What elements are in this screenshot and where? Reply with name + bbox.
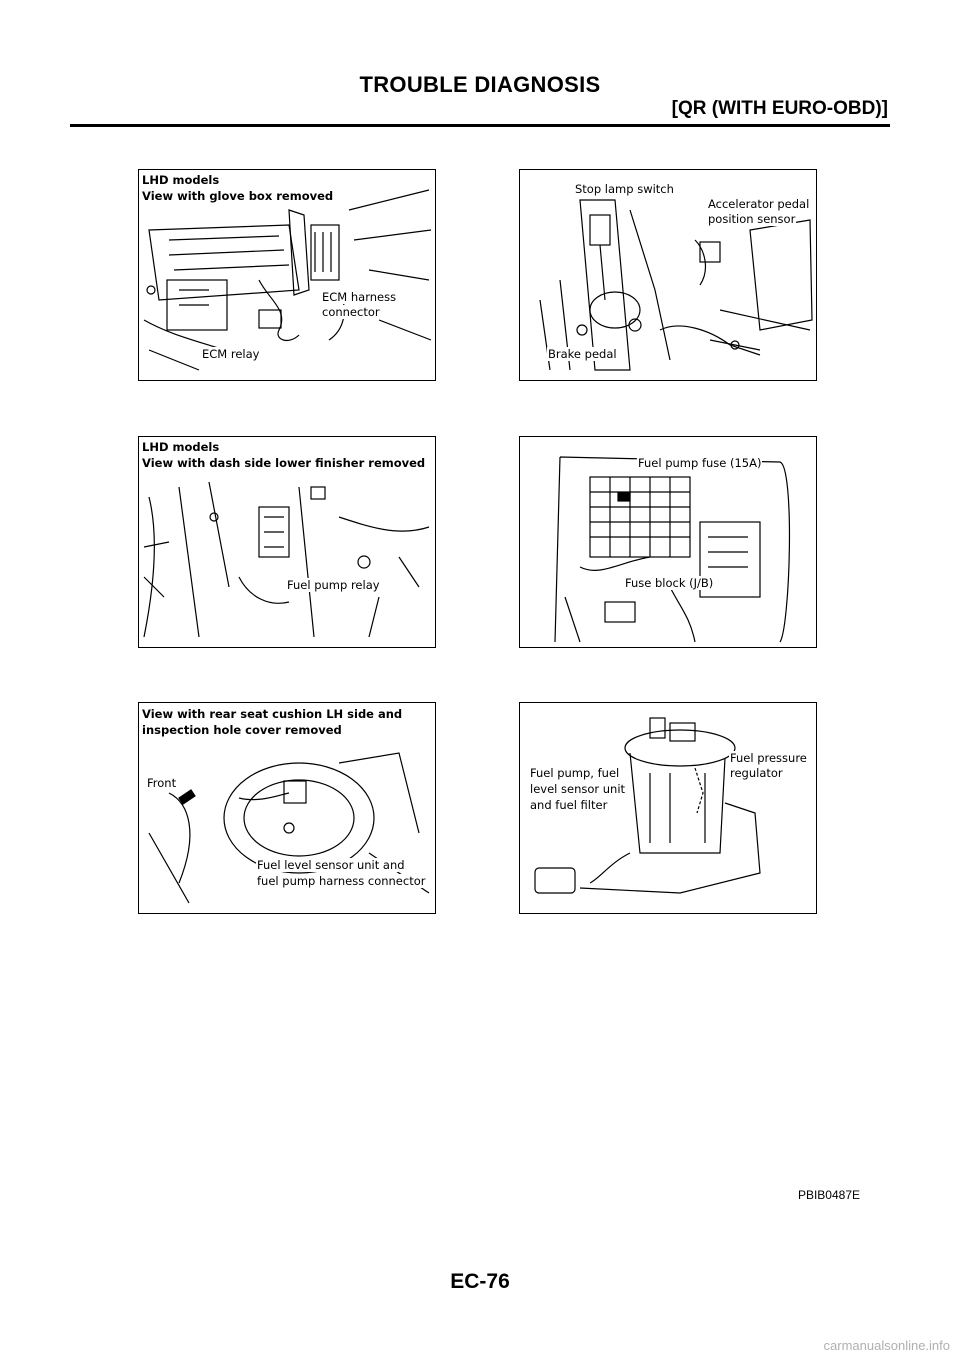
figure-label: View with rear seat cushion LH side and: [141, 707, 404, 721]
figure-code: PBIB0487E: [797, 1188, 860, 1202]
figure-label: Front: [146, 776, 178, 790]
figure-label: LHD models: [141, 173, 221, 187]
figure-label: fuel pump harness connector: [256, 874, 427, 888]
figure-pedal-switches: Stop lamp switch Accelerator pedal posit…: [519, 169, 817, 381]
watermark: carmanualsonline.info: [823, 1338, 950, 1353]
figure-fuel-pump-relay: LHD models View with dash side lower fin…: [138, 436, 436, 648]
figure-label: ECM relay: [201, 347, 261, 361]
figure-fuse-block: Fuel pump fuse (15A) Fuse block (J/B): [519, 436, 817, 648]
fuel-pump-unit-illustration: [534, 717, 761, 894]
figure-fuel-pump-unit: Fuel pressure regulator Fuel pump, fuel …: [519, 702, 817, 914]
figure-label: LHD models: [141, 440, 221, 454]
figure-label: Fuel pump fuse (15A): [637, 456, 763, 470]
ecm-area-illustration: [143, 189, 432, 371]
figure-label: Fuel pump relay: [286, 578, 381, 592]
figure-label: ECM harness: [321, 290, 398, 304]
figure-ecm-relay: LHD models View with glove box removed E…: [138, 169, 436, 381]
dash-side-illustration: [143, 481, 430, 638]
page-number: EC-76: [450, 1270, 510, 1293]
figure-label: Accelerator pedal: [707, 197, 811, 211]
figure-label: Stop lamp switch: [574, 182, 675, 196]
page-subtitle: [QR (WITH EURO-OBD)]: [671, 98, 888, 119]
page-title: TROUBLE DIAGNOSIS: [359, 72, 601, 97]
header-rule: [70, 124, 890, 127]
figure-label: Brake pedal: [547, 347, 618, 361]
figure-label: and fuel filter: [529, 798, 609, 812]
figure-label: connector: [321, 305, 381, 319]
figure-label: level sensor unit: [529, 782, 627, 796]
figure-label: View with dash side lower finisher remov…: [141, 456, 427, 470]
fuse-block-illustration: [554, 456, 791, 643]
figure-label: Fuel pressure: [729, 751, 808, 765]
figure-fuel-level-connector: View with rear seat cushion LH side and …: [138, 702, 436, 914]
figure-label: position sensor: [707, 212, 797, 226]
figure-label: inspection hole cover removed: [141, 723, 343, 737]
figure-label: View with glove box removed: [141, 189, 335, 203]
figure-label: Fuel pump, fuel: [529, 766, 621, 780]
figure-label: Fuel level sensor unit and: [256, 858, 406, 872]
figure-label: regulator: [729, 766, 784, 780]
figure-label: Fuse block (J/B): [624, 576, 715, 590]
